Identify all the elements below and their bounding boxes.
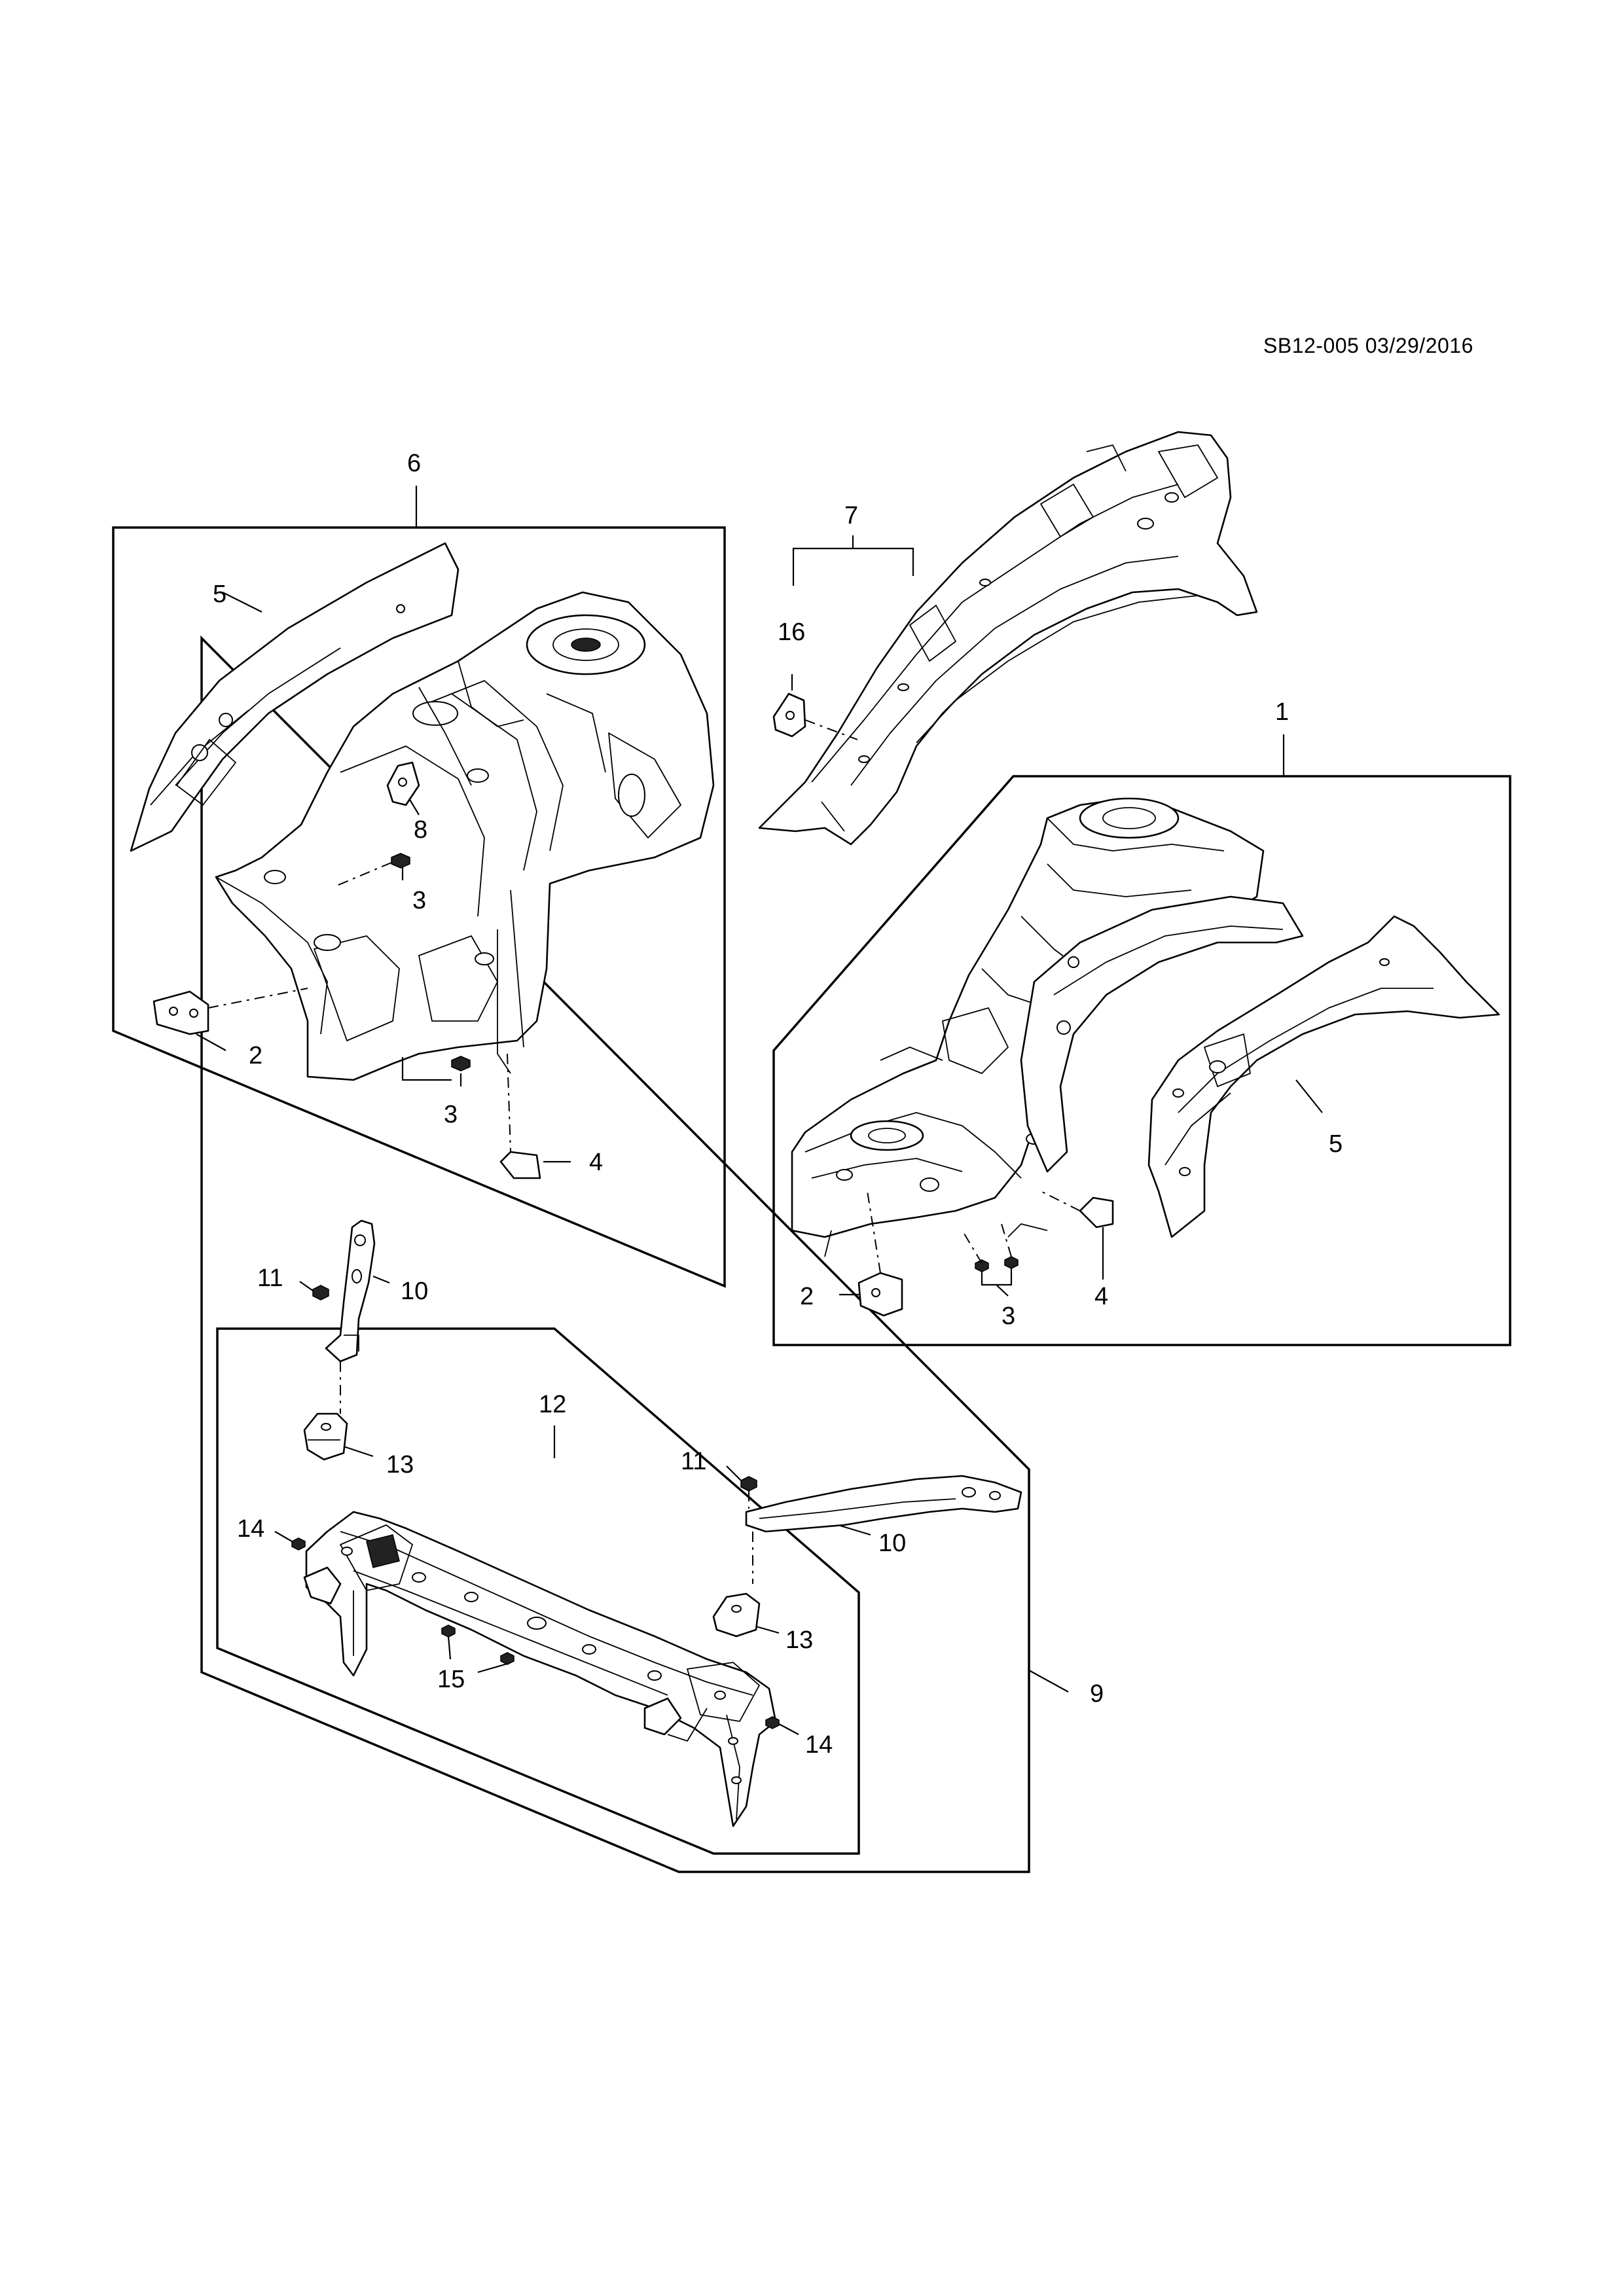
callout-13-left: 13: [386, 1451, 414, 1479]
part-1-wheelhouse-right: [791, 797, 1304, 1257]
part-5-fender-strip-right: [1147, 915, 1500, 1238]
callout-3-left-lower: 3: [444, 1101, 458, 1128]
part-14-nut-left: [274, 1531, 306, 1551]
callout-9: 9: [1090, 1680, 1104, 1708]
callout-11-right: 11: [681, 1448, 706, 1475]
callout-2-right: 2: [800, 1283, 814, 1310]
part-13-mount-left: [303, 1412, 374, 1461]
document-code: SB12-005 03/29/2016: [1263, 334, 1473, 357]
callout-7: 7: [844, 502, 858, 529]
part-10-brace-right: [745, 1475, 1022, 1584]
part-5-fender-strip-left: [130, 542, 460, 852]
group-1-frame: [772, 734, 1511, 1346]
callout-6: 6: [407, 450, 421, 477]
part-13-mount-right: [712, 1592, 780, 1638]
part-6-wheelhouse-left: [215, 591, 715, 1081]
part-7-upper-rail: [758, 431, 1258, 846]
callout-4-left: 4: [589, 1149, 603, 1176]
part-11-fastener-right: [726, 1465, 757, 1509]
callout-11-upper: 11: [257, 1265, 283, 1292]
part-7-leader: [792, 535, 914, 586]
part-11-fastener-upper: [299, 1281, 329, 1300]
part-2-bracket-left: [153, 988, 308, 1051]
callout-15: 15: [437, 1666, 465, 1693]
callout-14-left: 14: [237, 1515, 264, 1543]
part-12-crossmember: [303, 1511, 777, 1827]
callout-3-right: 3: [1001, 1302, 1015, 1330]
part-4-clip-right: [1040, 1191, 1114, 1280]
callout-8: 8: [414, 816, 427, 844]
part-15-nuts: [441, 1624, 514, 1674]
callout-5-left: 5: [213, 581, 226, 608]
group-12-frame: [216, 1327, 860, 1855]
callout-13-right: 13: [785, 1626, 813, 1654]
callout-14-right: 14: [805, 1731, 833, 1759]
callout-10-upper: 10: [401, 1278, 428, 1305]
callout-1: 1: [1275, 698, 1289, 726]
callout-3-left-upper: 3: [412, 887, 426, 914]
group-6-frame: [112, 486, 726, 1288]
callout-4-right: 4: [1094, 1283, 1108, 1310]
callout-5-right: 5: [1329, 1130, 1343, 1158]
part-3-bolts-left: [333, 853, 471, 1086]
part-14-nut-right: [765, 1716, 799, 1735]
callout-16: 16: [778, 619, 805, 646]
callout-10-right: 10: [878, 1530, 906, 1557]
callout-12: 12: [539, 1391, 566, 1418]
part-16-bracket: [772, 674, 858, 740]
part-3-bolts-right: [962, 1223, 1019, 1297]
callout-2-left: 2: [249, 1042, 262, 1069]
part-10-brace-upper: [325, 1219, 390, 1414]
part-8-bracket: [386, 761, 420, 816]
group-9-frame: [200, 635, 1069, 1873]
part-4-clip-left: [499, 1053, 571, 1179]
part-2-bracket-right: [839, 1191, 903, 1317]
callout-labels: 6 5 8 3 2 3 4 7 16 1 5 2 3 4 11 10 12 13…: [213, 450, 1343, 1759]
